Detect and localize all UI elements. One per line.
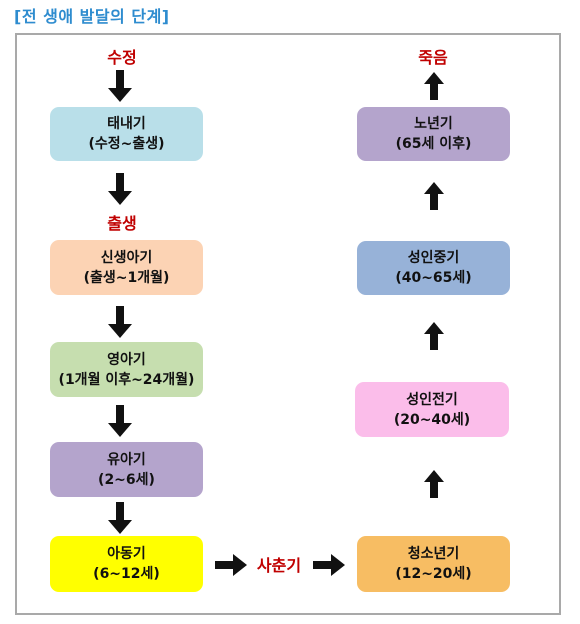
arrow-right-icon (215, 554, 247, 576)
stage-range: (출생~1개월) (83, 269, 170, 286)
stage-box-toddler: 유아기 (2~6세) (50, 442, 203, 497)
stage-name: 성인전기 (406, 391, 458, 408)
arrow-down-icon (108, 502, 132, 534)
stage-range: (1개월 이후~24개월) (58, 371, 195, 388)
arrow-up-icon (424, 470, 444, 498)
stage-range: (12~20세) (395, 566, 472, 582)
label-birth: 출생 (107, 214, 137, 233)
diagram-heading: [전 생애 발달의 단계] (14, 7, 170, 26)
stage-name: 태내기 (107, 116, 146, 132)
arrow-down-icon (108, 70, 132, 102)
stage-box-early-adulthood: 성인전기 (20~40세) (355, 382, 509, 437)
arrow-up-icon (424, 322, 444, 350)
arrow-down-icon (108, 306, 132, 338)
stage-name: 유아기 (107, 451, 146, 468)
stage-name: 성인중기 (407, 250, 460, 266)
label-conception: 수정 (107, 48, 137, 67)
label-death: 죽음 (418, 48, 448, 67)
stage-box-infant: 영아기 (1개월 이후~24개월) (50, 342, 203, 397)
stage-box-middle-adulthood: 성인중기 (40~65세) (357, 241, 510, 295)
stage-range: (20~40세) (393, 411, 471, 428)
stage-name: 영아기 (107, 351, 146, 368)
arrow-down-icon (108, 173, 132, 205)
stage-name: 노년기 (414, 116, 453, 132)
stage-range: (수정~출생) (88, 136, 165, 152)
stage-box-childhood: 아동기 (6~12세) (50, 536, 203, 592)
stage-box-prenatal: 태내기 (수정~출생) (50, 107, 203, 161)
arrow-right-icon (313, 554, 345, 576)
stage-box-adolescence: 청소년기 (12~20세) (357, 536, 510, 592)
stage-name: 청소년기 (407, 546, 460, 562)
arrow-down-icon (108, 405, 132, 437)
arrow-up-icon (424, 182, 444, 210)
stage-range: (65세 이후) (395, 136, 472, 152)
stage-box-late-adulthood: 노년기 (65세 이후) (357, 107, 510, 161)
stage-range: (2~6세) (98, 471, 155, 488)
label-puberty: 사춘기 (256, 556, 302, 575)
stage-range: (6~12세) (93, 566, 160, 582)
stage-range: (40~65세) (395, 270, 472, 286)
stage-name: 신생아기 (100, 249, 153, 266)
stage-name: 아동기 (107, 546, 146, 562)
arrow-up-icon (424, 72, 444, 100)
stage-box-newborn: 신생아기 (출생~1개월) (50, 240, 203, 295)
